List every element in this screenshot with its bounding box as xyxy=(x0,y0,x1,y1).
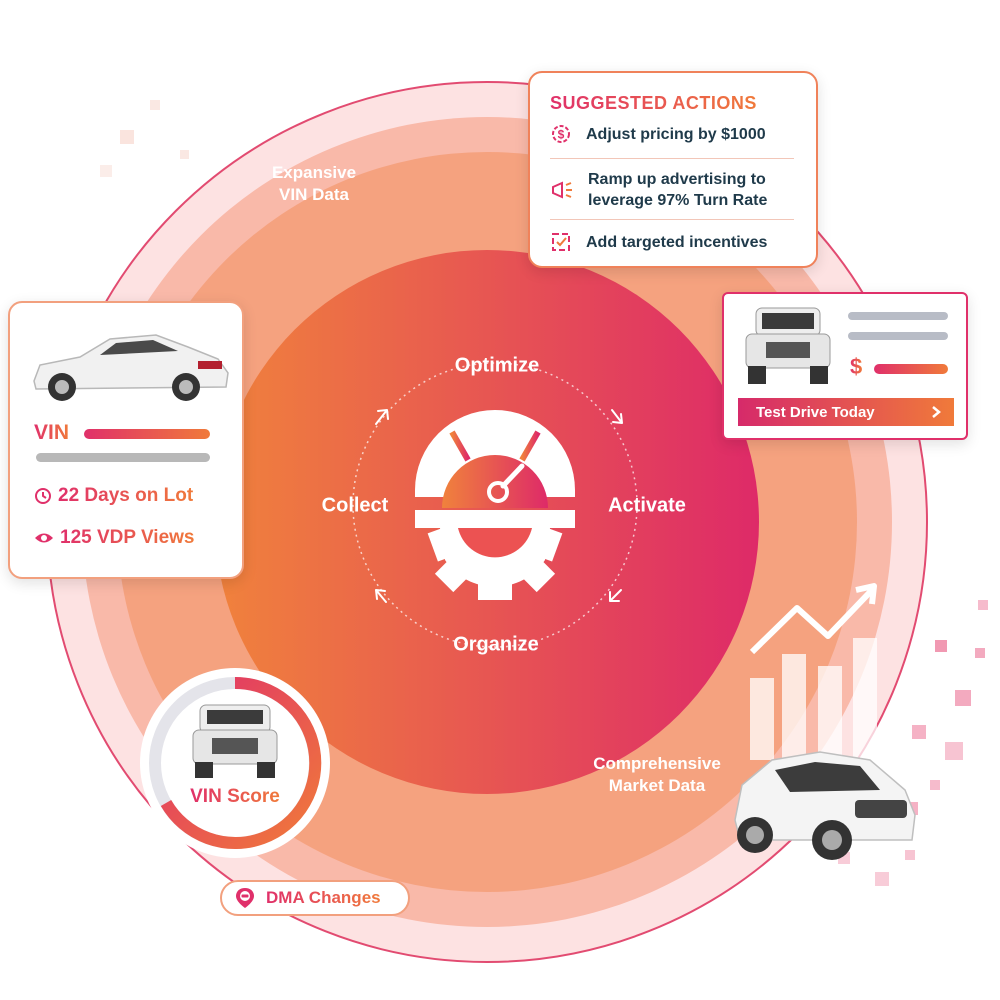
map-pin-car-icon xyxy=(236,888,254,908)
truck-image xyxy=(745,307,831,384)
suggested-actions-title: SUGGESTED ACTIONS xyxy=(550,93,757,113)
listing-placeholder-bar xyxy=(848,332,948,340)
chevron-right-icon xyxy=(932,406,941,418)
cycle-dotted-ring xyxy=(352,362,638,648)
action-item: $ Adjust pricing by $1000 xyxy=(550,123,796,145)
vin-score-arc xyxy=(160,676,322,849)
svg-text:$: $ xyxy=(558,128,565,142)
cycle-organize: Organize xyxy=(453,633,539,656)
listing-placeholder-bar xyxy=(848,312,948,320)
vin-bar xyxy=(84,429,210,439)
vdp-views: 125 VDP Views xyxy=(34,527,195,549)
suggested-actions-card: SUGGESTED ACTIONS $ Adjust pricing by $1… xyxy=(528,71,818,268)
truck-image-score xyxy=(192,704,278,778)
price-bar xyxy=(874,364,948,374)
vin-score-label: VIN Score xyxy=(190,786,280,807)
days-on-lot: 22 Days on Lot xyxy=(34,485,193,507)
action-item: Add targeted incentives xyxy=(550,231,796,253)
vin-placeholder-bar xyxy=(36,453,210,462)
dma-changes-badge: DMA Changes xyxy=(220,880,410,916)
eye-icon xyxy=(35,533,53,543)
cycle-activate: Activate xyxy=(608,494,686,517)
sedan-image xyxy=(33,334,229,401)
comprehensive-market-data-label: Comprehensive Market Data xyxy=(593,754,721,795)
suv-image xyxy=(734,751,916,860)
decorative-squares-pink xyxy=(838,600,988,886)
expansive-vin-data-label: Expansive VIN Data xyxy=(271,163,357,204)
test-drive-button[interactable]: Test Drive Today xyxy=(738,398,954,426)
vin-label: VIN xyxy=(34,421,70,444)
cycle-collect: Collect xyxy=(321,494,389,517)
clock-icon xyxy=(35,488,51,504)
divider xyxy=(550,158,794,159)
gauge-detail xyxy=(442,420,548,558)
divider xyxy=(550,219,794,220)
vin-card: VIN 22 Days on Lot 125 VDP Views xyxy=(8,301,244,579)
dollar-gear-icon: $ xyxy=(552,125,570,143)
checkbox-icon xyxy=(552,233,570,251)
price-symbol: $ xyxy=(850,354,863,379)
megaphone-icon xyxy=(552,181,572,199)
cycle-arrows xyxy=(375,409,623,603)
listing-card: $ Test Drive Today xyxy=(722,292,968,440)
growth-chart-icon xyxy=(749,583,877,760)
action-item: Ramp up advertising to leverage 97% Turn… xyxy=(550,169,796,211)
cycle-optimize: Optimize xyxy=(454,354,540,377)
